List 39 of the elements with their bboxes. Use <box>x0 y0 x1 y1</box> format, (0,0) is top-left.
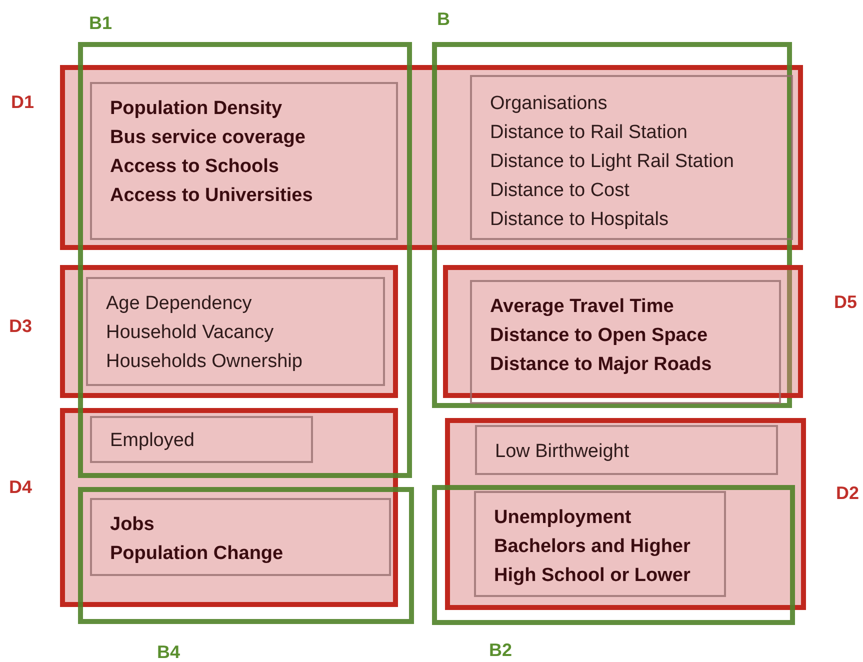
variable-label: High School or Lower <box>494 564 692 588</box>
variable-label: Household Vacancy <box>106 321 275 345</box>
group-label: D5 <box>834 292 858 313</box>
variable-label: Distance to Rail Station <box>490 121 688 145</box>
group-label: B2 <box>489 640 512 661</box>
group-label: B1 <box>89 13 112 34</box>
variable-label: Distance to Cost <box>490 179 630 203</box>
variable-list-box <box>90 498 391 576</box>
variable-label: Bachelors and Higher <box>494 535 692 559</box>
variable-label: Unemployment <box>494 506 632 530</box>
variable-label: Distance to Hospitals <box>490 208 670 232</box>
variable-label: Bus service coverage <box>110 126 306 150</box>
variable-label: Households Ownership <box>106 350 304 374</box>
variable-label: Distance to Open Space <box>490 324 709 348</box>
variable-label: Population Change <box>110 542 284 566</box>
variable-list-box <box>90 416 313 463</box>
variable-label: Jobs <box>110 513 156 537</box>
group-label: D1 <box>11 92 34 113</box>
variable-label: Population Density <box>110 97 284 121</box>
variable-label: Distance to Major Roads <box>490 353 713 377</box>
group-label: D2 <box>836 483 860 504</box>
group-label: D3 <box>9 316 32 337</box>
variable-label: Average Travel Time <box>490 295 675 319</box>
group-label: B <box>437 9 450 30</box>
variable-label: Access to Universities <box>110 184 314 208</box>
variable-label: Age Dependency <box>106 292 253 316</box>
variable-label: Low Birthweight <box>495 440 630 464</box>
variable-label: Access to Schools <box>110 155 280 179</box>
variable-list-box <box>474 491 726 597</box>
variable-label: Employed <box>110 429 196 453</box>
variable-label: Distance to Light Rail Station <box>490 150 735 174</box>
variable-list-box <box>470 280 781 404</box>
group-label: B4 <box>157 642 180 662</box>
variable-list-box <box>470 75 793 240</box>
group-label: D4 <box>9 477 32 498</box>
variable-list-box <box>90 82 398 240</box>
variable-label: Organisations <box>490 92 608 116</box>
variable-list-box <box>86 277 385 386</box>
variable-list-box <box>475 425 778 475</box>
